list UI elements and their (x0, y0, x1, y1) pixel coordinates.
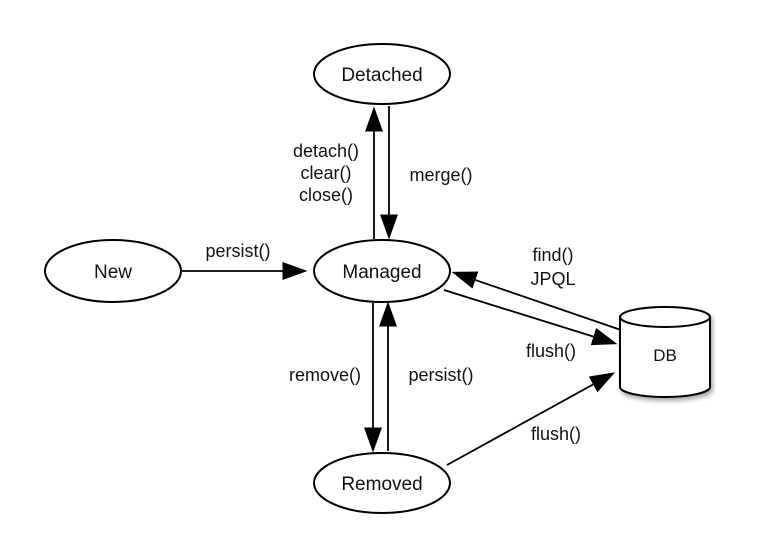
label-flush-removed: flush() (531, 424, 581, 444)
db-cylinder (619, 306, 711, 398)
label-remove: remove() (289, 365, 361, 385)
db-label: DB (653, 346, 677, 365)
state-removed-shape (313, 452, 451, 514)
label-find: find() (532, 245, 573, 265)
arrow-flush-managed-to-db (443, 289, 618, 346)
db-cylinder-body (619, 317, 711, 398)
arrow-find-db-to-managed (451, 271, 622, 331)
state-detached-label: Detached (341, 65, 422, 86)
label-clear: clear() (300, 163, 351, 183)
state-new-shape (44, 239, 182, 303)
label-persist-new: persist() (205, 241, 270, 261)
state-new-label: New (94, 262, 132, 283)
label-detach: detach() (293, 141, 359, 161)
db-cylinder-top (619, 306, 711, 328)
label-close: close() (299, 185, 353, 205)
state-managed-label: Managed (342, 262, 421, 283)
label-persist-removed: persist() (408, 365, 473, 385)
state-removed-label: Removed (341, 474, 422, 495)
arrow-flush-removed-to-db (446, 372, 616, 466)
label-flush-managed: flush() (526, 341, 576, 361)
state-managed-shape (313, 239, 451, 303)
label-merge: merge() (409, 165, 472, 185)
label-jpql: JPQL (530, 269, 575, 289)
state-detached-shape (313, 43, 451, 105)
